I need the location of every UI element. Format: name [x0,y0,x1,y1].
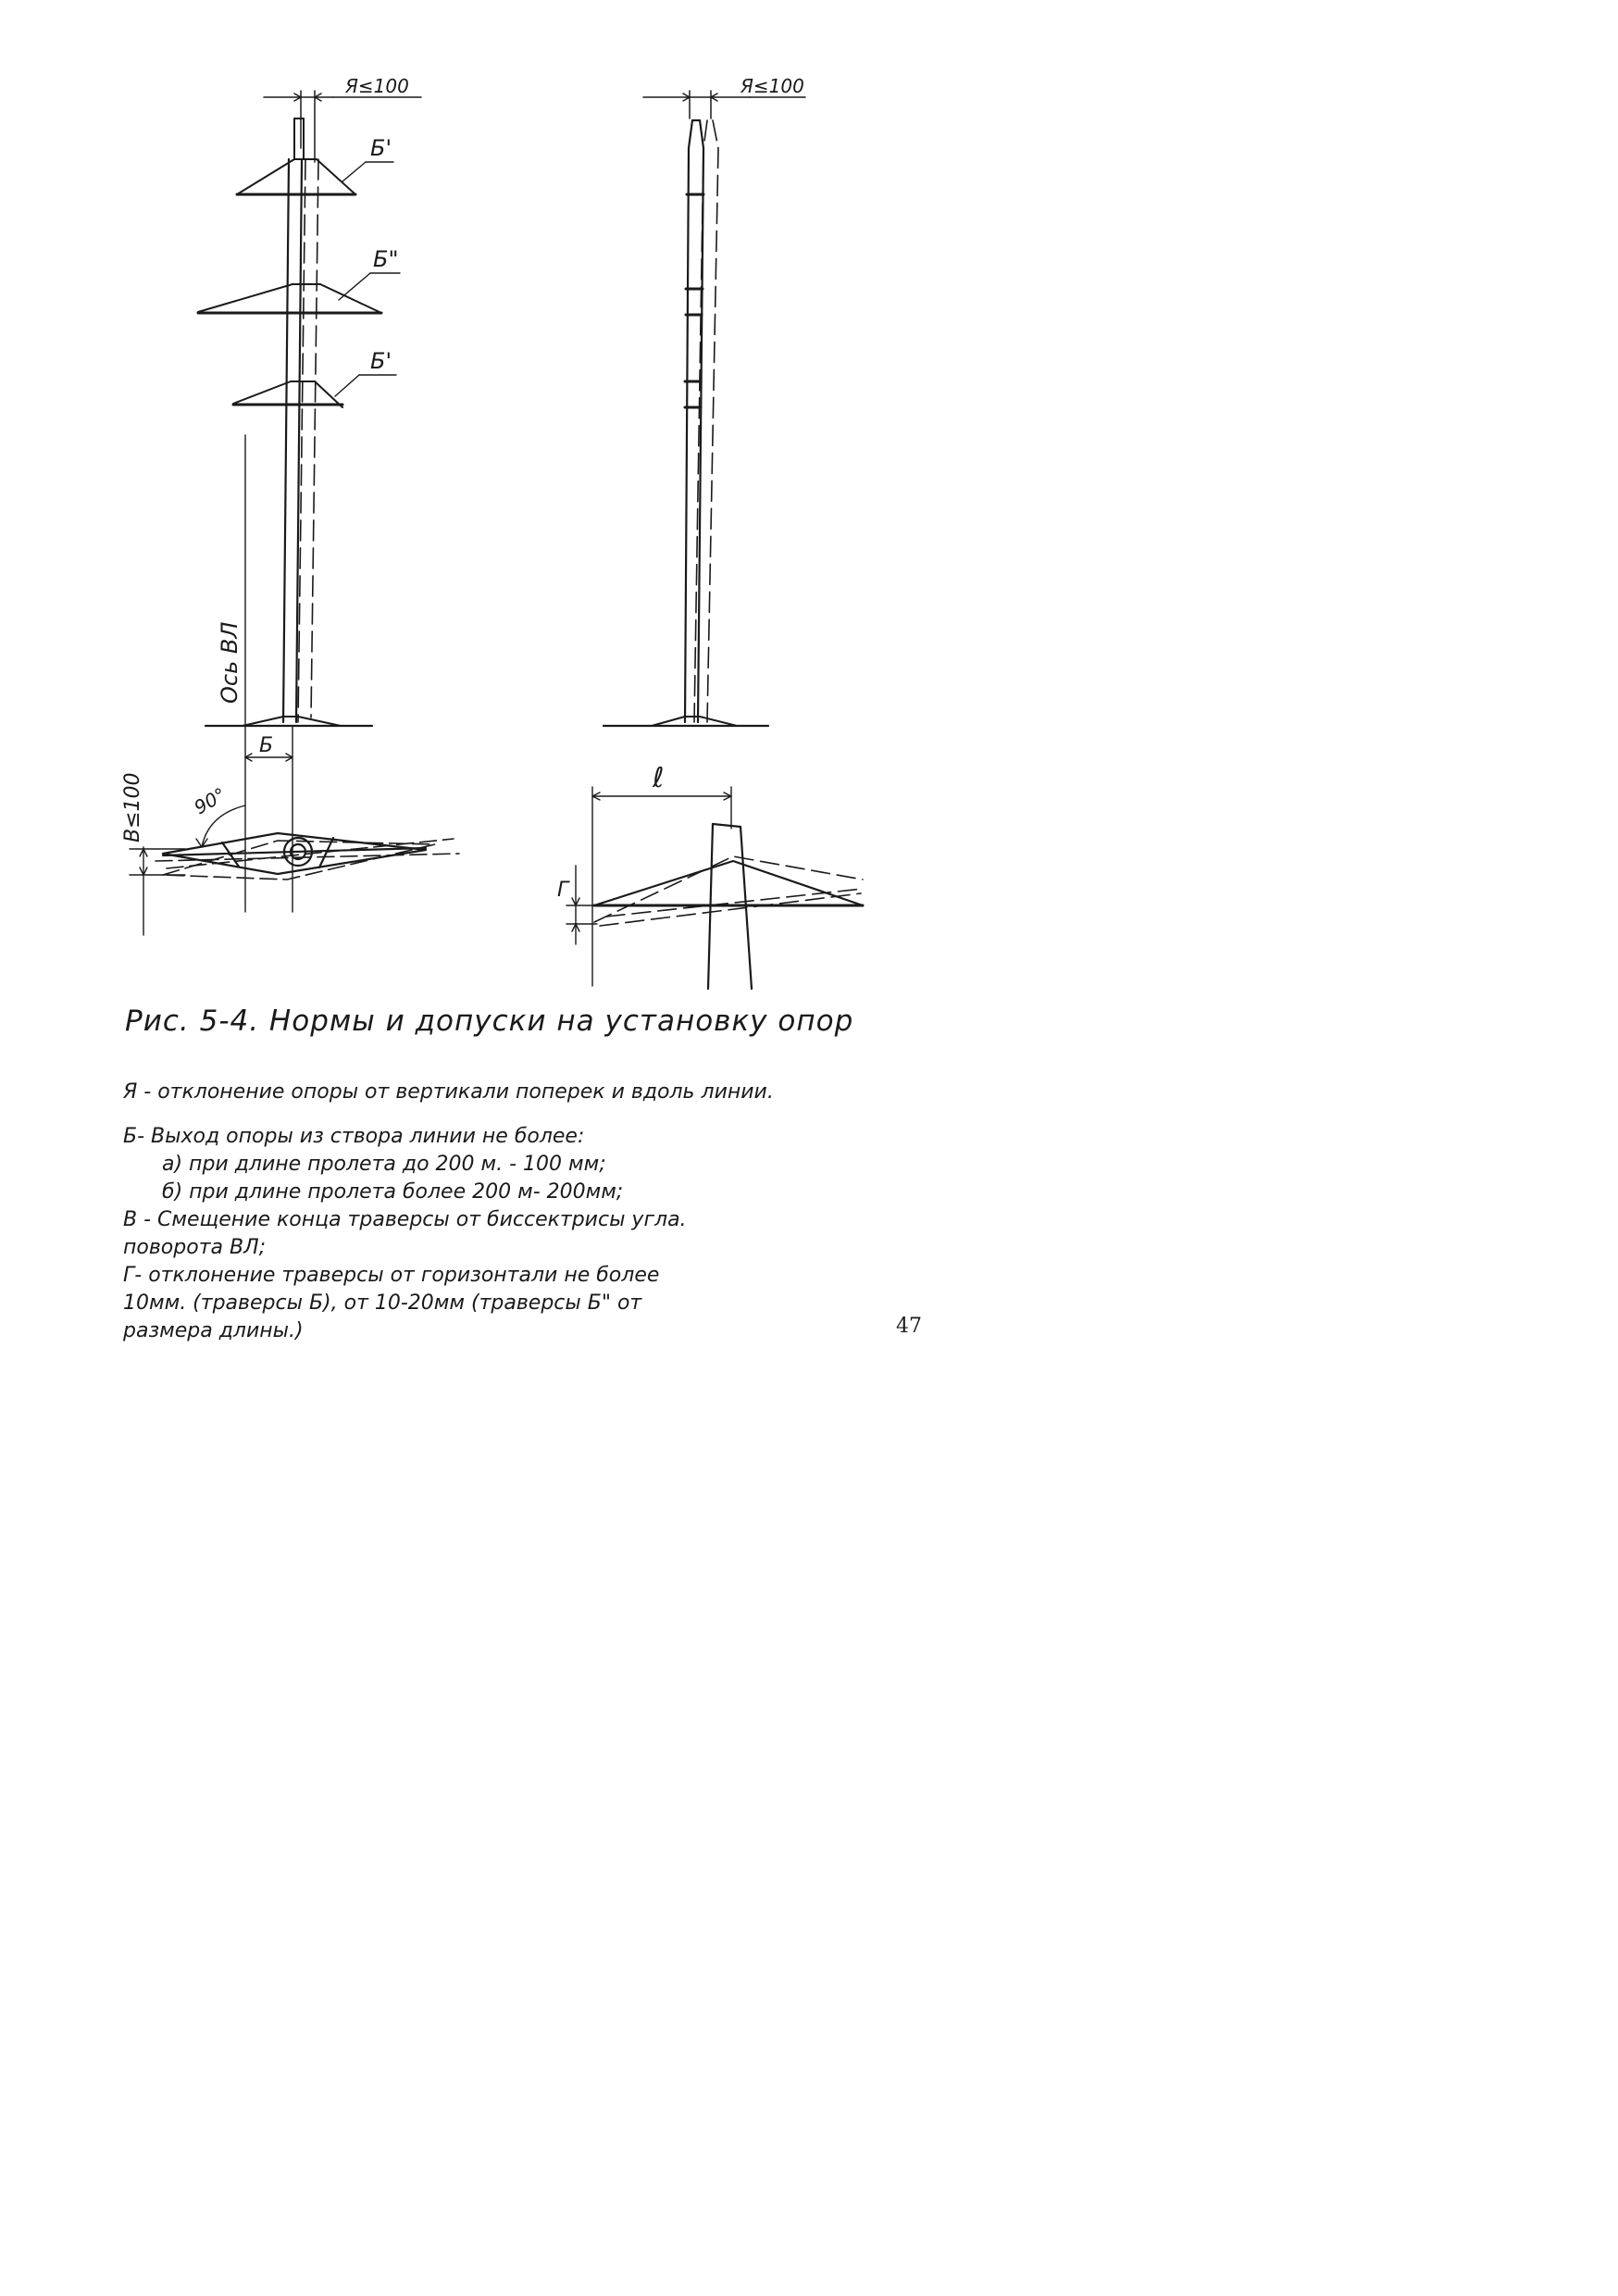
note-b: Б- Выход опоры из створа линии не более: [123,1125,585,1148]
right-pole-side-view: Я≤100 [602,75,806,728]
dim-l [591,786,732,987]
crossarm-middle-label: Б" [373,246,399,272]
note-v-cont: поворота ВЛ; [123,1236,267,1259]
crossarm-middle [196,272,401,315]
angle-label: 90° [191,783,230,819]
left-pole-body [281,157,304,724]
crossarm-top-label: Б' [370,135,392,161]
crossarm-bottom-label: Б' [370,348,392,374]
right-pole-body [683,119,705,724]
figure-caption: Рис. 5-4. Нормы и допуски на установку о… [125,1004,854,1038]
dim-a-left-label: Я≤100 [344,75,409,97]
dim-v-label: В≤100 [121,772,144,842]
plan-crossarm [161,831,428,876]
note-g-cont: 10мм. (траверсы Б), от 10-20мм (траверсы… [123,1292,642,1315]
left-pole-deviated-dashed [297,158,319,723]
plan-crossarm-displaced [155,838,460,880]
dim-a-right [642,90,806,119]
dim-b-label: Б [259,734,273,757]
note-a: Я - отклонение опоры от вертикали попере… [123,1080,774,1104]
page-number: 47 [896,1315,922,1338]
crossarm-detail-view: ℓ Г [557,762,865,991]
right-pole-crossarm-marks [683,193,705,409]
dim-g-label: Г [557,879,570,902]
plan-view: В≤100 90° [121,772,460,936]
detail-crossarm-tilted [593,855,864,927]
right-pole-base [602,716,770,728]
right-pole-deviated-dashed [693,119,719,723]
note-g-end: размера длины.) [123,1319,304,1342]
left-pole-base [204,716,374,728]
left-pole-front-view: Я≤100 Б' [196,75,422,913]
crossarm-top [235,158,394,196]
dim-a-right-label: Я≤100 [740,75,804,97]
dim-l-label: ℓ [652,762,664,794]
left-pole-top [293,118,305,160]
crossarm-bottom [231,374,397,408]
dim-a-left [263,90,422,163]
note-g: Г- отклонение траверсы от горизонтали не… [123,1264,660,1287]
line-axis-label: Ось ВЛ [217,622,243,704]
note-v: В - Смещение конца траверсы от биссектри… [123,1208,687,1231]
note-b-a: а) при длине пролета до 200 м. - 100 мм; [162,1153,606,1176]
dim-g [566,865,598,945]
dim-b [244,725,293,913]
technical-drawing: Я≤100 Б' [121,75,865,991]
angle-arc [201,805,246,848]
notes-list: Я - отклонение опоры от вертикали попере… [123,1079,774,1345]
detail-crossarm [592,859,865,907]
note-b-b: б) при длине пролета более 200 м- 200мм; [162,1180,624,1204]
